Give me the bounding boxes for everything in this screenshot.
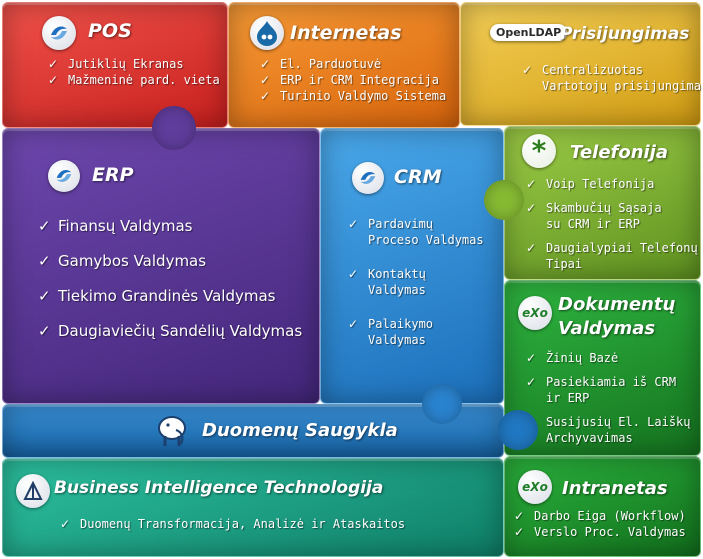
saugykla-title: Duomenų Saugykla <box>202 420 398 441</box>
bi-piece-bg <box>2 458 504 557</box>
list-item-line: su CRM ir ERP <box>546 217 640 231</box>
list-item-line: Skambučių Sąsaja <box>546 201 662 215</box>
list-item-line: Pasiekiamia iš CRM <box>546 375 677 389</box>
telefonija-title: Telefonija <box>570 142 669 163</box>
pentaho-logo-icon <box>16 474 50 508</box>
saugykla-piece: Duomenų Saugykla <box>2 384 538 458</box>
intranetas-piece-bg <box>504 456 701 557</box>
list-item: Voip Telefonija <box>524 176 698 192</box>
list-item-line: Pardavimų <box>368 217 434 231</box>
list-item-line: Voip Telefonija <box>546 177 655 191</box>
prisijungimas-piece: OpenLDAP Prisijungimas CentralizuotasVar… <box>460 2 703 126</box>
puzzle-tab <box>152 106 196 150</box>
pos-title: POS <box>88 20 132 42</box>
openldap-logo: OpenLDAP <box>490 24 568 41</box>
list-item-line: Valdymas <box>368 283 426 297</box>
list-item: Daugiaviečių Sandėlių Valdymas <box>36 321 302 341</box>
list-item: Duomenų Transformacija, Analizė ir Atask… <box>58 516 405 532</box>
prisijungimas-title: Prisijungimas <box>560 24 690 44</box>
intranetas-piece: eXo Intranetas Darbo Eiga (Workflow) Ver… <box>504 456 701 557</box>
list-item: Pasiekiamia iš CRM ir ERP <box>524 374 691 406</box>
dokumentu-title-line1: Dokumentų <box>558 294 676 315</box>
list-item-line: ir ERP <box>546 391 590 405</box>
list-item-line: Vartotojų prisijungimas <box>542 79 703 93</box>
list-item: El. Parduotuvė <box>258 56 446 72</box>
swirl-logo-icon <box>352 162 384 194</box>
internetas-title: Internetas <box>290 22 402 44</box>
list-item-line: Proceso Valdymas <box>368 233 484 247</box>
dokumentu-title-line2: Valdymas <box>558 318 656 339</box>
list-item-line: Kontaktų <box>368 267 426 281</box>
erp-list: Finansų Valdymas Gamybos Valdymas Tiekim… <box>36 216 302 341</box>
telefonija-list: Voip Telefonija Skambučių Sąsaja su CRM i… <box>524 176 698 272</box>
list-item-line: Daugialypiai Telefonų <box>546 241 698 255</box>
list-item: Mažmeninė pard. vieta <box>46 72 220 88</box>
list-item: Gamybos Valdymas <box>36 251 302 271</box>
puzzle-tab <box>484 180 524 220</box>
erp-piece: ERP Finansų Valdymas Gamybos Valdymas Ti… <box>2 106 320 404</box>
list-item: Žinių Bazė <box>524 350 691 366</box>
exo-logo: eXo <box>518 296 552 330</box>
bi-piece: Business Intelligence Technologija Duome… <box>2 458 504 557</box>
list-item: Skambučių Sąsaja su CRM ir ERP <box>524 200 698 232</box>
list-item: Darbo Eiga (Workflow) <box>512 508 686 524</box>
list-item: Tiekimo Grandinės Valdymas <box>36 286 302 306</box>
list-item: Turinio Valdymo Sistema <box>258 88 446 104</box>
list-item-line: Valdymas <box>368 333 426 347</box>
list-item-line: Archyvavimas <box>546 431 633 445</box>
bi-title: Business Intelligence Technologija <box>54 478 384 498</box>
exo-logo-text: eXo <box>522 306 548 320</box>
list-item-line: Žinių Bazė <box>546 351 619 365</box>
puzzle-tab <box>498 410 538 450</box>
telefonija-piece: * Telefonija Voip Telefonija Skambučių S… <box>484 126 701 280</box>
pos-list: Jutiklių Ekranas Mažmeninė pard. vieta <box>46 56 220 88</box>
postgresql-elephant-icon <box>154 414 190 448</box>
internetas-piece: Internetas El. Parduotuvė ERP ir CRM Int… <box>228 2 460 128</box>
list-item: ERP ir CRM Integracija <box>258 72 446 88</box>
list-item-line: Tipai <box>546 257 583 271</box>
internetas-list: El. Parduotuvė ERP ir CRM Integracija Tu… <box>258 56 446 104</box>
pos-piece: POS Jutiklių Ekranas Mažmeninė pard. vie… <box>2 2 228 128</box>
list-item: Finansų Valdymas <box>36 216 302 236</box>
saugykla-piece-bg <box>2 404 504 458</box>
list-item: Jutiklių Ekranas <box>46 56 220 72</box>
list-item-line: Palaikymo <box>368 317 434 331</box>
asterisk-logo-icon: * <box>522 134 556 168</box>
drupal-drop-icon <box>250 16 284 50</box>
list-item-line: Centralizuotas <box>542 63 644 77</box>
swirl-logo-icon <box>48 160 80 192</box>
exo-logo: eXo <box>518 470 552 504</box>
list-item: Verslo Proc. Valdymas <box>512 524 686 540</box>
intranetas-title: Intranetas <box>562 478 668 499</box>
dokumentu-list: Žinių Bazė Pasiekiamia iš CRM ir ERP Susi… <box>524 350 691 446</box>
bi-list: Duomenų Transformacija, Analizė ir Atask… <box>58 516 405 532</box>
crm-title: CRM <box>394 166 442 188</box>
erp-title: ERP <box>92 164 134 186</box>
swirl-logo-icon <box>42 16 76 50</box>
puzzle-tab <box>422 384 462 424</box>
list-item-line: Susijusių El. Laiškų <box>546 415 691 429</box>
exo-logo-text: eXo <box>522 480 548 494</box>
intranetas-list: Darbo Eiga (Workflow) Verslo Proc. Valdy… <box>512 508 686 540</box>
